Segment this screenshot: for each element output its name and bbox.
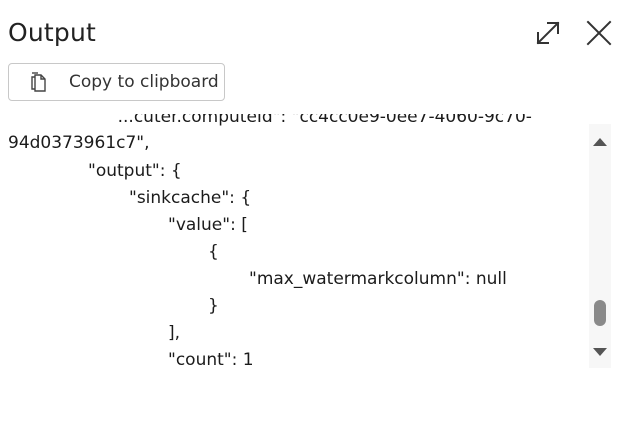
triangle-up-icon[interactable] bbox=[592, 134, 608, 150]
code-line: } bbox=[208, 296, 219, 316]
copy-to-clipboard-button[interactable]: Copy to clipboard bbox=[8, 63, 225, 101]
triangle-down-icon[interactable] bbox=[592, 344, 608, 360]
code-line: "count": 1 bbox=[168, 350, 254, 370]
code-line: 94d0373961c7", bbox=[8, 133, 150, 153]
code-line: ], bbox=[168, 323, 181, 343]
copy-icon bbox=[28, 71, 50, 93]
code-line: "value": [ bbox=[168, 215, 248, 235]
code-line: { bbox=[208, 242, 219, 262]
panel-title: Output bbox=[8, 18, 97, 47]
code-line: "output": { bbox=[88, 161, 182, 181]
expand-diagonal-icon bbox=[536, 21, 560, 45]
expand-button[interactable] bbox=[531, 16, 565, 50]
close-button[interactable] bbox=[582, 16, 616, 50]
code-line: "max_watermarkcolumn": null bbox=[249, 269, 507, 289]
copy-button-label: Copy to clipboard bbox=[69, 72, 219, 92]
scrollbar-thumb[interactable] bbox=[594, 300, 606, 326]
code-line: ...cuter.computeId": "cc4cc0e9-0ee7-4060… bbox=[96, 114, 532, 127]
close-icon bbox=[586, 20, 612, 46]
output-code-view[interactable]: ...cuter.computeId": "cc4cc0e9-0ee7-4060… bbox=[0, 114, 585, 384]
vertical-scrollbar[interactable] bbox=[589, 124, 611, 368]
code-line: "sinkcache": { bbox=[129, 188, 252, 208]
